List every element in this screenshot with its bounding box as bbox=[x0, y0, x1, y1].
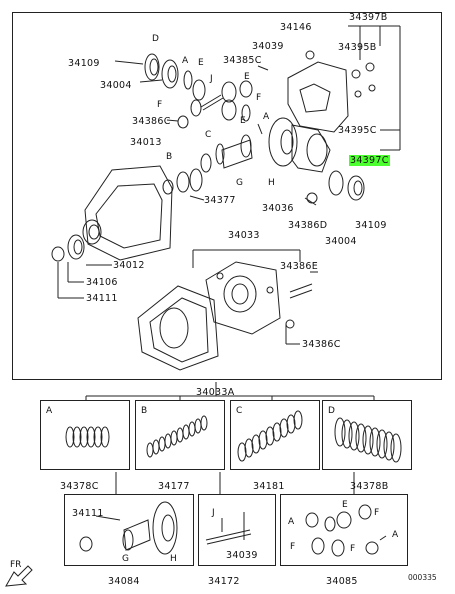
kit-box-d bbox=[322, 400, 412, 470]
callout-letter-g: G bbox=[236, 178, 243, 188]
callout-34013: 34013 bbox=[130, 137, 162, 148]
callout-letter-j: J bbox=[210, 74, 213, 84]
kit-box-d-letter: D bbox=[328, 406, 335, 416]
diff-box-letter-f1: F bbox=[374, 508, 380, 518]
diff-box-part: 34085 bbox=[326, 576, 358, 587]
kit-box-c bbox=[230, 400, 320, 470]
pin-box bbox=[198, 494, 276, 566]
callout-34385c: 34385C bbox=[223, 55, 262, 66]
callout-letter-b: B bbox=[166, 152, 173, 162]
callout-34386e: 34386E bbox=[280, 261, 319, 272]
callout-34397c: 34397C bbox=[349, 155, 390, 166]
exploded-view-frame bbox=[12, 12, 442, 380]
callout-34106: 34106 bbox=[86, 277, 118, 288]
callout-letter-a: A bbox=[182, 56, 189, 66]
callout-34386c-upper: 34386C bbox=[132, 116, 171, 127]
callout-letter-c: C bbox=[205, 130, 212, 140]
callout-34012: 34012 bbox=[113, 260, 145, 271]
highlighted-part-number: 34397C bbox=[349, 155, 390, 166]
diff-box-letter-a2: A bbox=[392, 530, 399, 540]
callout-letter-d: D bbox=[152, 34, 159, 44]
kit-box-a-letter: A bbox=[46, 406, 53, 416]
diff-box-letter-e: E bbox=[342, 500, 348, 510]
gear-set-box bbox=[64, 494, 194, 566]
kit-box-c-part: 34181 bbox=[253, 481, 285, 492]
callout-34004-right: 34004 bbox=[325, 236, 357, 247]
diff-gear-box bbox=[280, 494, 408, 566]
pin-box-inner-34039: 34039 bbox=[226, 550, 258, 561]
callout-letter-e: E bbox=[198, 58, 204, 68]
callout-34146: 34146 bbox=[280, 22, 312, 33]
callout-34109-right: 34109 bbox=[355, 220, 387, 231]
gear-box-inner-34111: 34111 bbox=[72, 508, 104, 519]
callout-34033a: 34033A bbox=[196, 387, 235, 398]
gear-box-letter-g: G bbox=[122, 554, 129, 564]
callout-34109-left: 34109 bbox=[68, 58, 100, 69]
gear-box-letter-h: H bbox=[170, 554, 177, 564]
kit-box-c-letter: C bbox=[236, 406, 243, 416]
callout-34111: 34111 bbox=[86, 293, 118, 304]
kit-box-a bbox=[40, 400, 130, 470]
pin-box-letter-j: J bbox=[212, 508, 215, 518]
callout-34377: 34377 bbox=[204, 195, 236, 206]
callout-34386c-lower: 34386C bbox=[302, 339, 341, 350]
callout-34039: 34039 bbox=[252, 41, 284, 52]
front-direction-label: FR bbox=[10, 560, 22, 570]
callout-letter-a2: A bbox=[263, 112, 270, 122]
diff-box-letter-a: A bbox=[288, 517, 295, 527]
callout-34033: 34033 bbox=[228, 230, 260, 241]
callout-34397b: 34397B bbox=[349, 12, 388, 23]
callout-letter-e2: E bbox=[244, 72, 250, 82]
callout-34395c: 34395C bbox=[338, 125, 377, 136]
callout-34004-left: 34004 bbox=[100, 80, 132, 91]
gear-box-part: 34084 bbox=[108, 576, 140, 587]
callout-34395b: 34395B bbox=[338, 42, 377, 53]
diagram-id: 000335 bbox=[408, 573, 437, 582]
callout-letter-f: F bbox=[157, 100, 163, 110]
diff-box-letter-f3: F bbox=[350, 544, 356, 554]
callout-letter-e3: E bbox=[240, 116, 246, 126]
kit-box-b-letter: B bbox=[141, 406, 148, 416]
diff-box-letter-f2: F bbox=[290, 542, 296, 552]
callout-34036: 34036 bbox=[262, 203, 294, 214]
pin-box-part: 34172 bbox=[208, 576, 240, 587]
kit-box-b bbox=[135, 400, 225, 470]
kit-box-b-part: 34177 bbox=[158, 481, 190, 492]
callout-letter-f2: F bbox=[256, 93, 262, 103]
kit-box-d-part: 34378B bbox=[350, 481, 389, 492]
kit-box-a-part: 34378C bbox=[60, 481, 99, 492]
callout-letter-h: H bbox=[268, 178, 275, 188]
callout-34386d: 34386D bbox=[288, 220, 328, 231]
